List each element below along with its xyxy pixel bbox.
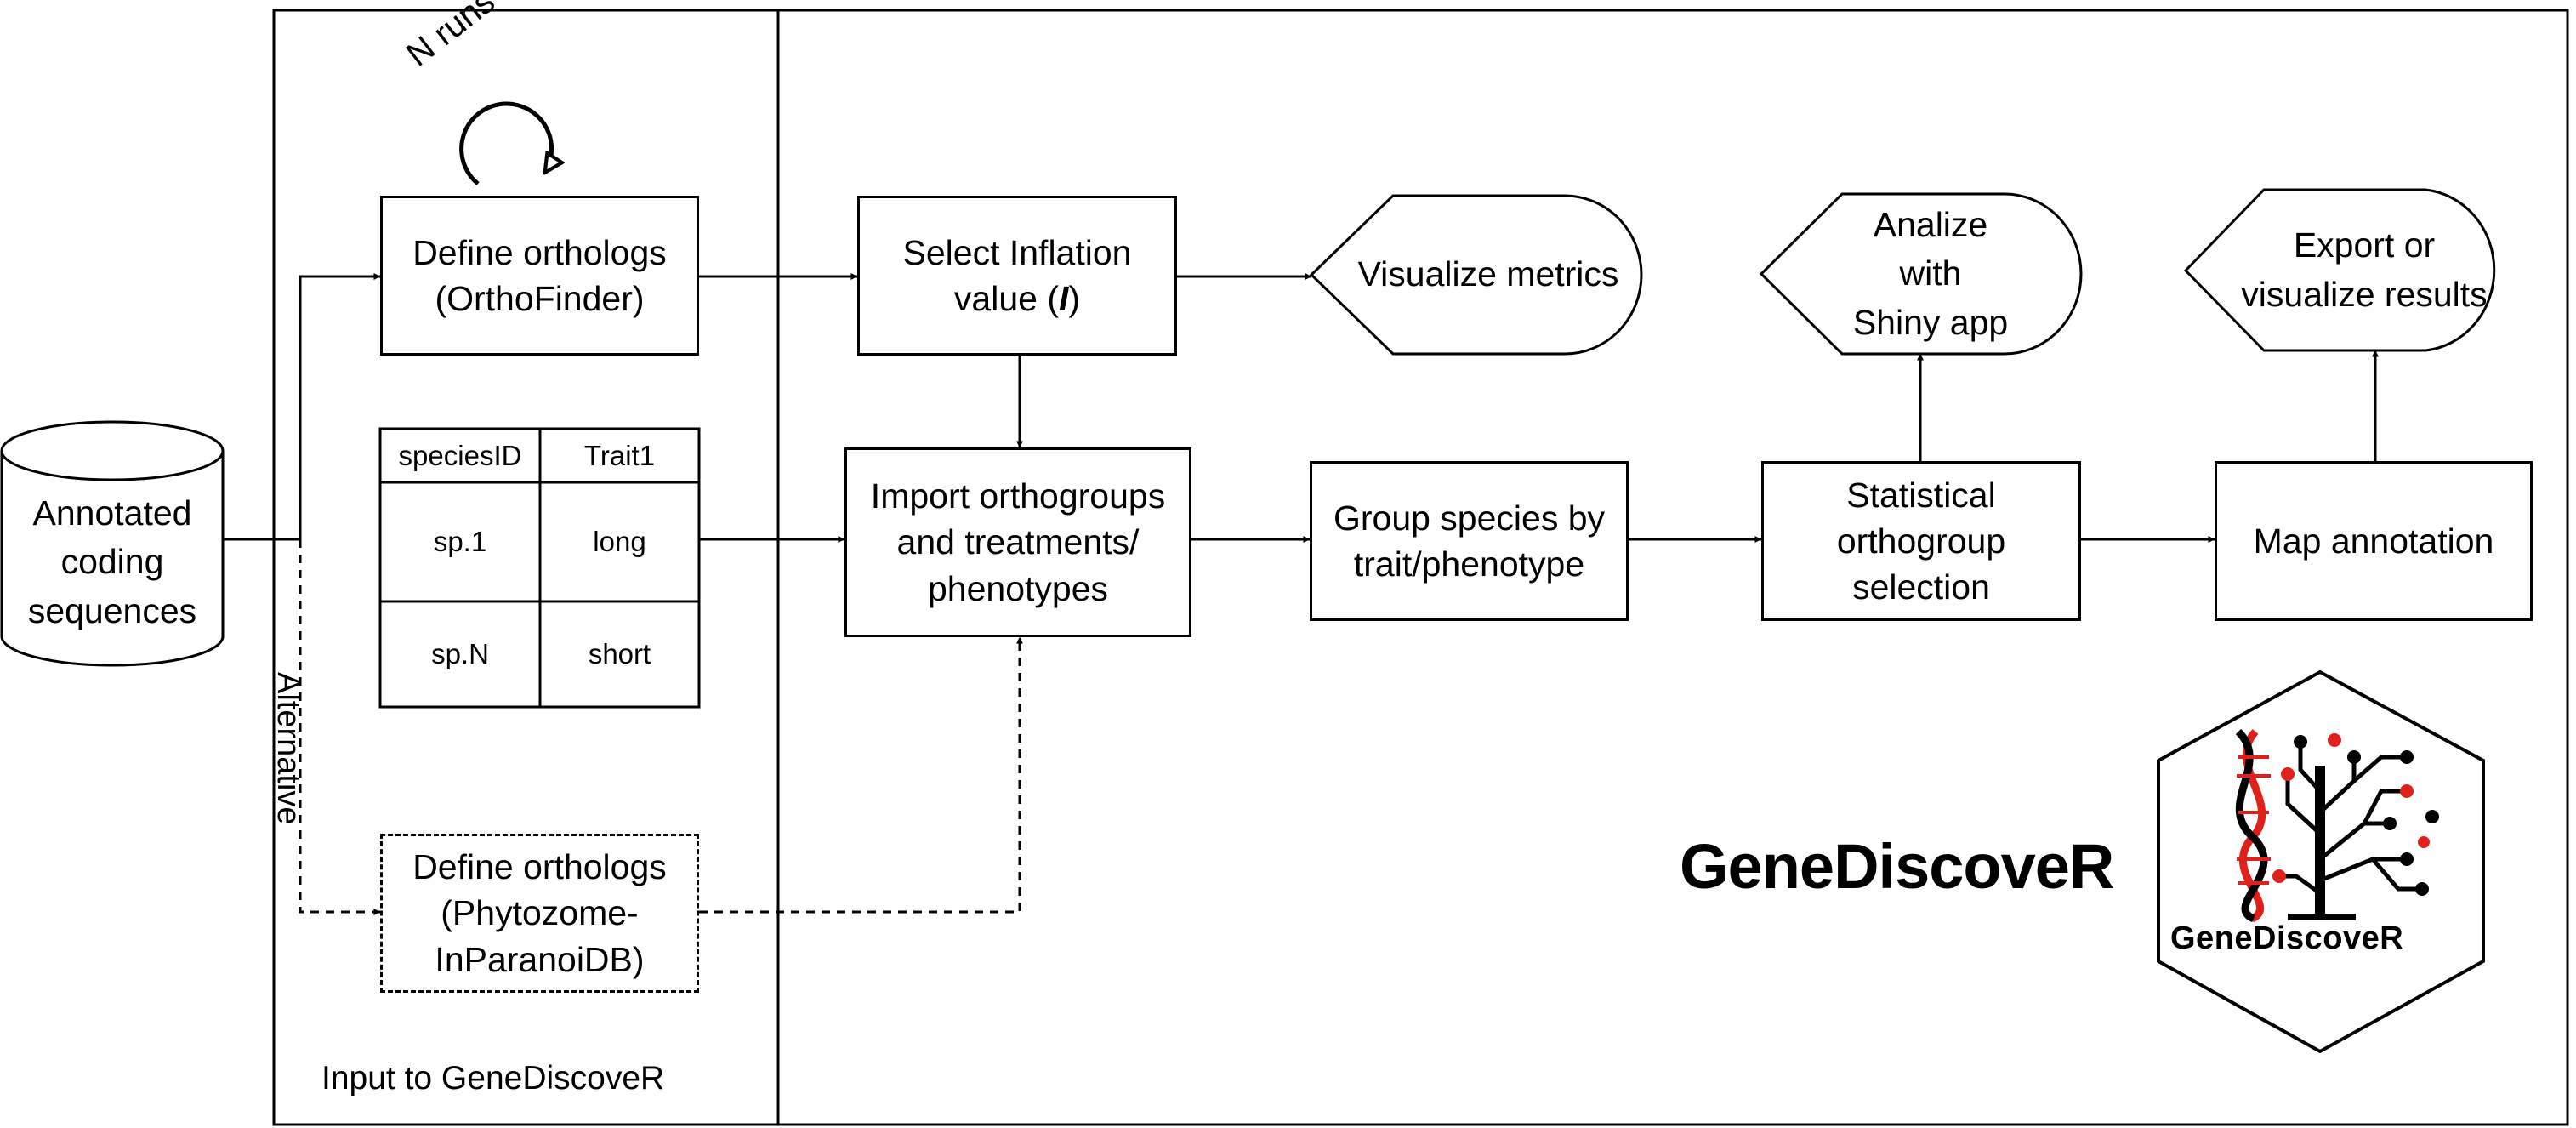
inflation-symbol: I: [1058, 279, 1069, 318]
group-species-box: Group species by trait/phenotype: [1310, 461, 1629, 621]
table-cell-trait-1: long: [593, 526, 646, 557]
import-line-2: and treatments/: [896, 522, 1140, 562]
group-species-line-2: trait/phenotype: [1353, 544, 1585, 584]
visualize-metrics-node: Visualize metrics: [1335, 196, 1641, 354]
annotated-sequences-line-3: sequences: [27, 590, 197, 630]
map-annotation-label: Map annotation: [2253, 521, 2494, 561]
main-frame: [272, 9, 2569, 1126]
trait-table-grid: [378, 427, 701, 709]
annotated-sequences-line-2: coding: [60, 542, 164, 582]
annotated-sequences-line-1: Annotated: [32, 493, 192, 533]
statistical-selection-box: Statistical orthogroup selection: [1761, 461, 2081, 621]
select-inflation-line-1: Select Inflation: [902, 232, 1132, 272]
input-section-label: Input to GeneDiscoveR: [321, 1060, 665, 1097]
orthofinder-line-1: Define orthologs: [412, 232, 667, 272]
brand-title: GeneDiscoveR: [1680, 831, 2114, 902]
statistical-line-2: orthogroup: [1836, 521, 2006, 561]
alternative-label: Alternative: [270, 672, 306, 825]
edge-phytozome-to-import: [699, 636, 1023, 914]
logo-text: GeneDiscoveR: [2170, 920, 2404, 956]
select-inflation-prefix: value (: [953, 279, 1059, 318]
genediscover-logo: [2157, 669, 2485, 1054]
shiny-line-3: Shiny app: [1852, 302, 2009, 342]
visualize-metrics-label: Visualize metrics: [1357, 254, 1619, 294]
annotated-sequences-node: Annotated coding sequences: [2, 481, 223, 643]
define-orthologs-orthofinder-box: Define orthologs (OrthoFinder): [380, 196, 699, 356]
statistical-line-1: Statistical: [1846, 475, 1996, 515]
define-orthologs-phytozome-box: Define orthologs (Phytozome- InParanoiDB…: [380, 834, 699, 993]
database-cylinder-shape: [0, 451, 225, 667]
table-cell-trait-n: short: [588, 638, 651, 669]
table-header-species-id: speciesID: [398, 439, 522, 471]
table-cell-species-n: sp.N: [431, 638, 489, 669]
shiny-line-1: Analize: [1873, 204, 1988, 244]
edge-sequences-to-orthofinder: [223, 273, 381, 541]
visualize-metrics-shape: [1309, 194, 1643, 356]
phytozome-line-3: InParanoiDB): [435, 939, 645, 979]
table-cell-species-1: sp.1: [433, 526, 487, 557]
map-annotation-box: Map annotation: [2215, 461, 2533, 621]
phytozome-line-1: Define orthologs: [412, 847, 667, 887]
export-results-node: Export or visualize results: [2224, 190, 2505, 350]
export-results-shape: [2183, 188, 2496, 352]
connectors: [223, 273, 2379, 915]
import-line-3: phenotypes: [927, 568, 1108, 608]
shiny-line-2: with: [1899, 254, 1962, 293]
statistical-line-3: selection: [1852, 567, 1990, 607]
n-runs-loop-arrow: [459, 101, 552, 185]
orthofinder-line-2: (OrthoFinder): [435, 279, 645, 318]
analize-shiny-node: Analize with Shiny app: [1803, 194, 2058, 354]
export-line-2: visualize results: [2241, 274, 2488, 314]
table-header-trait1: Trait1: [583, 439, 656, 471]
circuit-tree-icon: [2279, 742, 2422, 920]
phytozome-line-2: (Phytozome-: [441, 893, 639, 933]
circuit-nodes: [2272, 733, 2439, 896]
import-orthogroups-box: Import orthogroups and treatments/ pheno…: [844, 447, 1191, 637]
analize-shiny-shape: [1759, 192, 2083, 356]
group-species-line-1: Group species by: [1333, 498, 1606, 538]
select-inflation-line-2: value (I): [903, 276, 1132, 322]
import-line-1: Import orthogroups: [870, 476, 1166, 516]
edge-sequences-to-phytozome: [299, 539, 381, 915]
select-inflation-suffix: ): [1068, 279, 1081, 318]
select-inflation-box: Select Inflation value (I): [857, 196, 1177, 356]
export-line-1: Export or: [2293, 225, 2436, 265]
dna-helix-icon: [2235, 728, 2271, 923]
database-cylinder-top: [0, 420, 225, 481]
